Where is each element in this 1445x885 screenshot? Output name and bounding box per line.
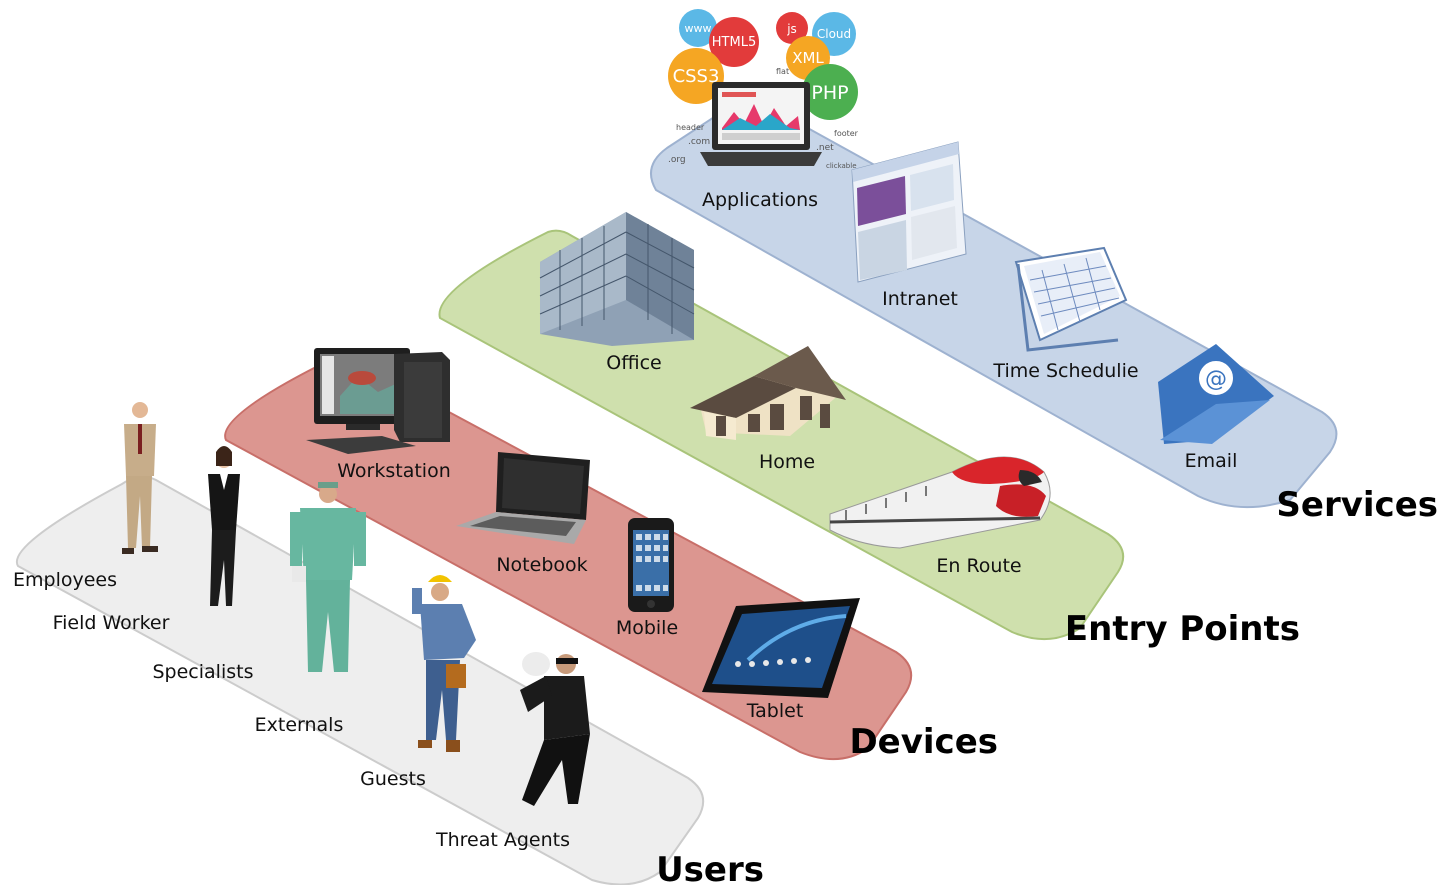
label-email: Email (1185, 450, 1238, 472)
tech-word-org: .org (668, 155, 686, 165)
label-time-schedulie: Time Schedulie (992, 360, 1138, 382)
browser-window-icon (851, 141, 967, 283)
label-applications: Applications (702, 189, 818, 211)
tech-bubble-php (802, 64, 858, 120)
tech-bubble-html5-label: HTML5 (712, 35, 756, 50)
label-mobile: Mobile (616, 617, 678, 639)
label-threat-agents: Threat Agents (435, 829, 570, 851)
label-tablet: Tablet (746, 700, 804, 722)
house-icon (690, 346, 846, 440)
tablet-icon (702, 598, 860, 698)
laptop-dashboard-icon (700, 82, 822, 166)
office-building-icon (539, 212, 695, 346)
tech-word-net: .net (816, 143, 834, 153)
tech-word-com: .com (688, 137, 710, 147)
title-services: Services (1276, 485, 1438, 525)
title-users: Users (656, 850, 764, 885)
tech-bubble-css3-label: CSS3 (673, 66, 720, 87)
tech-word-footer: footer (834, 129, 859, 138)
calendar-icon (1014, 246, 1128, 352)
construction-worker-icon (412, 575, 476, 752)
envelope-at-icon: @ (1158, 344, 1274, 444)
tech-bubble-cloud-label: Cloud (817, 27, 851, 41)
label-guests: Guests (360, 768, 426, 790)
label-notebook: Notebook (496, 554, 587, 576)
notebook-icon (456, 452, 590, 544)
tech-word-clickable: clickable (826, 162, 857, 170)
label-office: Office (606, 352, 661, 374)
businesswoman-icon (208, 446, 240, 606)
tech-bubble-php-label: PHP (811, 82, 848, 104)
smartphone-icon (628, 518, 674, 612)
tech-bubble-xml-label: XML (792, 49, 824, 67)
surgeon-icon (290, 482, 366, 672)
label-externals: Externals (255, 714, 344, 736)
label-employees: Employees (13, 569, 117, 591)
tech-word-flat: flat (776, 67, 789, 76)
tech-bubble-js (776, 12, 808, 44)
title-entry-points: Entry Points (1065, 609, 1300, 649)
label-en-route: En Route (936, 555, 1021, 577)
tech-bubble-css3 (668, 48, 724, 104)
tech-bubble-js-label: js (786, 22, 797, 36)
burglar-icon (520, 652, 590, 806)
label-intranet: Intranet (882, 288, 958, 310)
tech-bubble-www-label: www (685, 22, 712, 35)
businessman-icon (122, 402, 158, 554)
train-icon (829, 456, 1051, 549)
desktop-computer-icon (306, 348, 450, 454)
label-workstation: Workstation (337, 460, 451, 482)
label-home: Home (759, 451, 815, 473)
svg-text:@: @ (1205, 367, 1227, 392)
title-devices: Devices (849, 722, 998, 762)
label-specialists: Specialists (153, 661, 254, 683)
label-field-worker: Field Worker (53, 612, 170, 634)
tech-cloud-icon: www HTML5 js Cloud CSS3 XML PHP flat hea… (668, 9, 859, 170)
tech-bubble-www (679, 9, 717, 47)
tech-word-header: header (676, 123, 705, 132)
tech-bubble-html5 (709, 17, 759, 67)
